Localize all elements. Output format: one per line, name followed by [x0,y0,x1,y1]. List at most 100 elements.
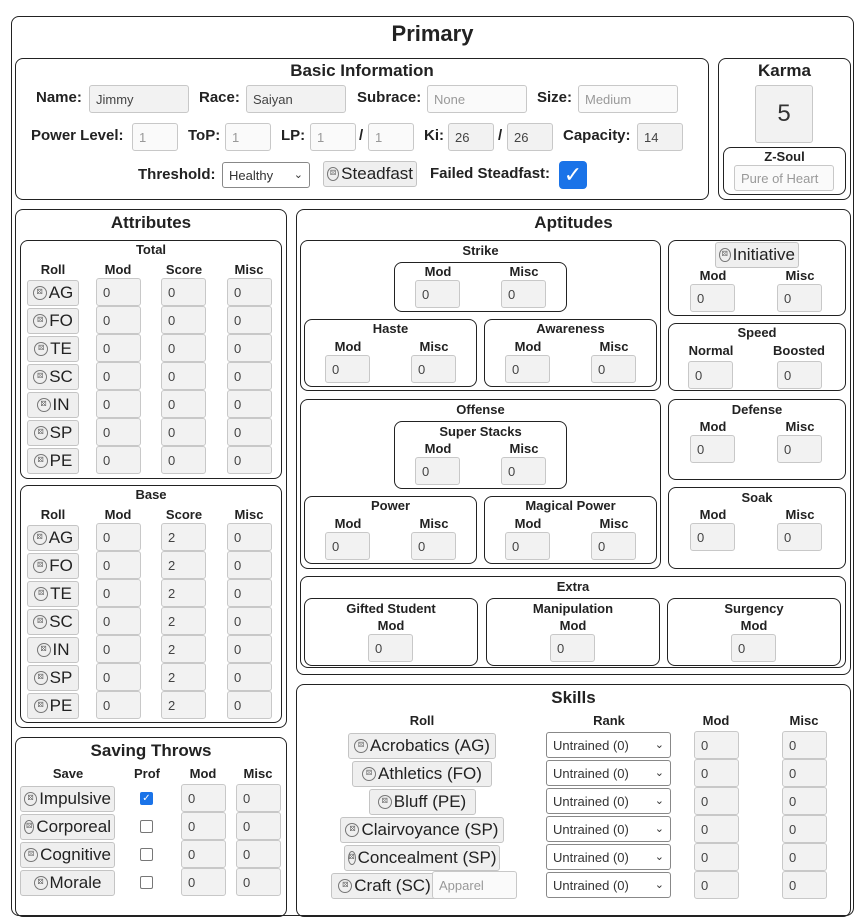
defense-mod-input[interactable]: 0 [690,435,735,463]
attr-total-score-input[interactable]: 0 [161,362,206,390]
skill-mod-input[interactable]: 0 [694,815,739,843]
roll-total-te-button[interactable]: ⚄TE [27,336,79,362]
save-morale-prof-checkbox[interactable] [140,876,153,889]
top-input[interactable]: 1 [225,123,271,151]
attr-base-mod-input[interactable]: 0 [96,579,141,607]
save-mod-input[interactable]: 0 [181,840,226,868]
skill-roll-button[interactable]: ⚄Bluff (PE) [368,789,476,815]
roll-base-te-button[interactable]: ⚄TE [27,581,79,607]
power-mod-input[interactable]: 0 [325,532,370,560]
skill-rank-select[interactable]: Untrained (0)⌄ [546,788,671,814]
attr-total-mod-input[interactable]: 0 [96,446,141,474]
save-misc-input[interactable]: 0 [236,784,281,812]
attr-base-mod-input[interactable]: 0 [96,691,141,719]
manipulation-mod-input[interactable]: 0 [550,634,595,662]
roll-base-sp-button[interactable]: ⚄SP [27,665,79,691]
attr-base-score-input[interactable]: 2 [161,691,206,719]
failed-steadfast-checkbox[interactable]: ✓ [559,161,587,189]
roll-base-ag-button[interactable]: ⚄AG [27,525,79,551]
save-impulsive-prof-checkbox[interactable]: ✓ [140,792,153,805]
attr-total-misc-input[interactable]: 0 [227,418,272,446]
skill-misc-input[interactable]: 0 [782,759,827,787]
save-mod-input[interactable]: 0 [181,784,226,812]
skill-roll-button[interactable]: ⚄Concealment (SP) [344,845,500,871]
attr-base-score-input[interactable]: 2 [161,551,206,579]
save-mod-input[interactable]: 0 [181,868,226,896]
defense-misc-input[interactable]: 0 [777,435,822,463]
soak-mod-input[interactable]: 0 [690,523,735,551]
skill-mod-input[interactable]: 0 [694,787,739,815]
attr-total-misc-input[interactable]: 0 [227,306,272,334]
ki-max-input[interactable]: 26 [507,123,553,151]
skill-rank-select[interactable]: Untrained (0)⌄ [546,844,671,870]
roll-total-fo-button[interactable]: ⚄FO [27,308,79,334]
initiative-mod-input[interactable]: 0 [690,284,735,312]
skill-rank-select[interactable]: Untrained (0)⌄ [546,732,671,758]
attr-base-mod-input[interactable]: 0 [96,523,141,551]
save-misc-input[interactable]: 0 [236,868,281,896]
attr-base-score-input[interactable]: 2 [161,635,206,663]
magical-power-mod-input[interactable]: 0 [505,532,550,560]
save-morale-button[interactable]: ⚄Morale [20,870,115,896]
skill-mod-input[interactable]: 0 [694,731,739,759]
soak-misc-input[interactable]: 0 [777,523,822,551]
attr-total-misc-input[interactable]: 0 [227,362,272,390]
attr-base-misc-input[interactable]: 0 [227,579,272,607]
save-impulsive-button[interactable]: ⚄Impulsive [20,786,115,812]
zsoul-input[interactable]: Pure of Heart [734,165,834,191]
skill-roll-button[interactable]: ⚄Clairvoyance (SP) [340,817,504,843]
capacity-input[interactable]: 14 [637,123,683,151]
skill-roll-button[interactable]: ⚄Craft (SC) [331,873,438,899]
haste-misc-input[interactable]: 0 [411,355,456,383]
skill-craft-specialty-input[interactable]: Apparel [432,871,517,899]
skill-rank-select[interactable]: Untrained (0)⌄ [546,760,671,786]
lp-input[interactable]: 1 [310,123,356,151]
strike-mod-input[interactable]: 0 [415,280,460,308]
threshold-select[interactable]: Healthy⌄ [222,162,310,188]
subrace-input[interactable]: None [427,85,527,113]
attr-base-mod-input[interactable]: 0 [96,635,141,663]
attr-total-score-input[interactable]: 0 [161,418,206,446]
save-corporeal-button[interactable]: ⚄Corporeal [20,814,115,840]
save-cognitive-button[interactable]: ⚄Cognitive [20,842,115,868]
attr-total-mod-input[interactable]: 0 [96,334,141,362]
attr-total-score-input[interactable]: 0 [161,334,206,362]
attr-base-misc-input[interactable]: 0 [227,607,272,635]
save-cognitive-prof-checkbox[interactable] [140,848,153,861]
attr-total-mod-input[interactable]: 0 [96,306,141,334]
strike-misc-input[interactable]: 0 [501,280,546,308]
skill-misc-input[interactable]: 0 [782,787,827,815]
karma-value-input[interactable]: 5 [755,85,813,143]
initiative-button[interactable]: ⚄Initiative [715,242,799,268]
roll-total-pe-button[interactable]: ⚄PE [27,448,79,474]
skill-roll-button[interactable]: ⚄Athletics (FO) [352,761,492,787]
skill-rank-select[interactable]: Untrained (0)⌄ [546,816,671,842]
attr-base-misc-input[interactable]: 0 [227,523,272,551]
super-stacks-misc-input[interactable]: 0 [501,457,546,485]
attr-total-misc-input[interactable]: 0 [227,334,272,362]
attr-base-misc-input[interactable]: 0 [227,551,272,579]
attr-base-mod-input[interactable]: 0 [96,551,141,579]
skill-mod-input[interactable]: 0 [694,759,739,787]
awareness-mod-input[interactable]: 0 [505,355,550,383]
attr-total-mod-input[interactable]: 0 [96,418,141,446]
size-input[interactable]: Medium [578,85,678,113]
roll-total-in-button[interactable]: ⚄IN [27,392,79,418]
super-stacks-mod-input[interactable]: 0 [415,457,460,485]
skill-misc-input[interactable]: 0 [782,871,827,899]
attr-total-mod-input[interactable]: 0 [96,362,141,390]
attr-total-score-input[interactable]: 0 [161,278,206,306]
attr-total-misc-input[interactable]: 0 [227,446,272,474]
save-misc-input[interactable]: 0 [236,840,281,868]
save-misc-input[interactable]: 0 [236,812,281,840]
gifted-student-mod-input[interactable]: 0 [368,634,413,662]
attr-base-mod-input[interactable]: 0 [96,607,141,635]
skill-misc-input[interactable]: 0 [782,843,827,871]
speed-boosted-input[interactable]: 0 [777,361,822,389]
race-input[interactable]: Saiyan [246,85,346,113]
skill-rank-select[interactable]: Untrained (0)⌄ [546,872,671,898]
save-mod-input[interactable]: 0 [181,812,226,840]
save-corporeal-prof-checkbox[interactable] [140,820,153,833]
speed-normal-input[interactable]: 0 [688,361,733,389]
attr-base-misc-input[interactable]: 0 [227,691,272,719]
